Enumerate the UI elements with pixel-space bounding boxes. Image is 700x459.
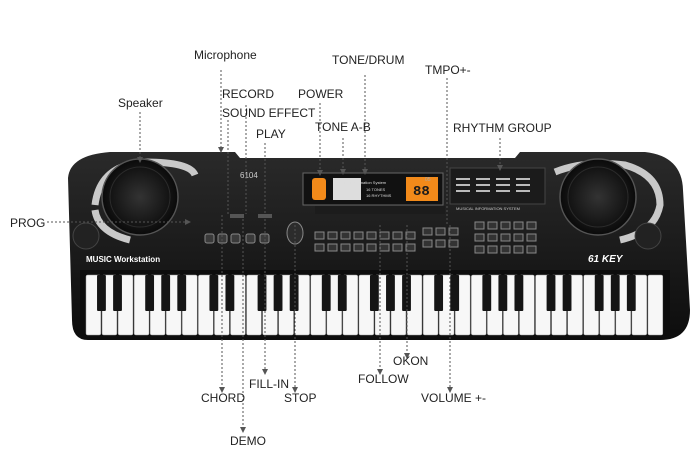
label-prog: PROG [10,216,46,230]
black-key[interactable] [610,275,620,311]
model-text: 6104 [240,171,258,180]
label-play: PLAY [256,127,286,141]
black-key[interactable] [626,275,636,311]
white-key[interactable] [647,274,664,336]
info-sub: MUSICAL INFORMATION SYSTEM [456,206,520,211]
black-key[interactable] [273,275,283,311]
label-chord: CHORD [201,391,245,405]
black-key[interactable] [321,275,331,311]
black-key[interactable] [97,275,106,311]
label-volume: VOLUME +- [421,391,487,405]
black-key[interactable] [369,275,379,311]
info-rhythms: 16 RHYTHMS [366,193,392,198]
info-title: Musical Information System [337,180,387,185]
black-key[interactable] [546,275,556,311]
label-fill-in: FILL-IN [249,377,290,391]
label-tone-drum: TONE/DRUM [332,53,405,67]
right-grille [634,222,662,250]
label-power: POWER [298,87,344,101]
label-speaker: Speaker [118,96,163,110]
brand-text: MUSIC Workstation [86,255,160,264]
black-key[interactable] [450,275,460,311]
black-key[interactable] [289,275,299,311]
label-demo: DEMO [230,434,266,448]
black-key[interactable] [337,275,347,311]
black-key[interactable] [225,275,235,311]
left-grille [72,222,100,250]
black-key[interactable] [594,275,604,311]
black-key[interactable] [514,275,524,311]
black-key[interactable] [434,275,444,311]
black-key[interactable] [177,275,187,311]
black-key[interactable] [482,275,492,311]
black-key[interactable] [113,275,122,311]
label-rhythm-group: RHYTHM GROUP [453,121,552,135]
black-key[interactable] [257,275,267,311]
black-key[interactable] [209,275,219,311]
display-digits: 88 [413,184,430,200]
key-count-text: 61 KEY [588,254,624,265]
label-tone-ab: TONE A-B [315,120,371,134]
label-microphone: Microphone [194,48,257,62]
label-okon: OKON [393,354,429,368]
label-follow: FOLLOW [358,372,409,386]
display-sub: 05 [425,177,431,183]
black-key[interactable] [498,275,508,311]
black-key[interactable] [145,275,155,311]
left-speaker [91,158,199,244]
label-tmpo: TMPO+- [425,63,471,77]
black-key[interactable] [386,275,395,311]
info-tones: 16 TONES [366,187,386,192]
label-sound-effect: SOUND EFFECT [222,106,316,120]
black-keys [97,275,636,311]
black-key[interactable] [562,275,572,311]
label-stop: STOP [284,391,317,405]
label-record: RECORD [222,87,275,101]
black-key[interactable] [161,275,171,311]
